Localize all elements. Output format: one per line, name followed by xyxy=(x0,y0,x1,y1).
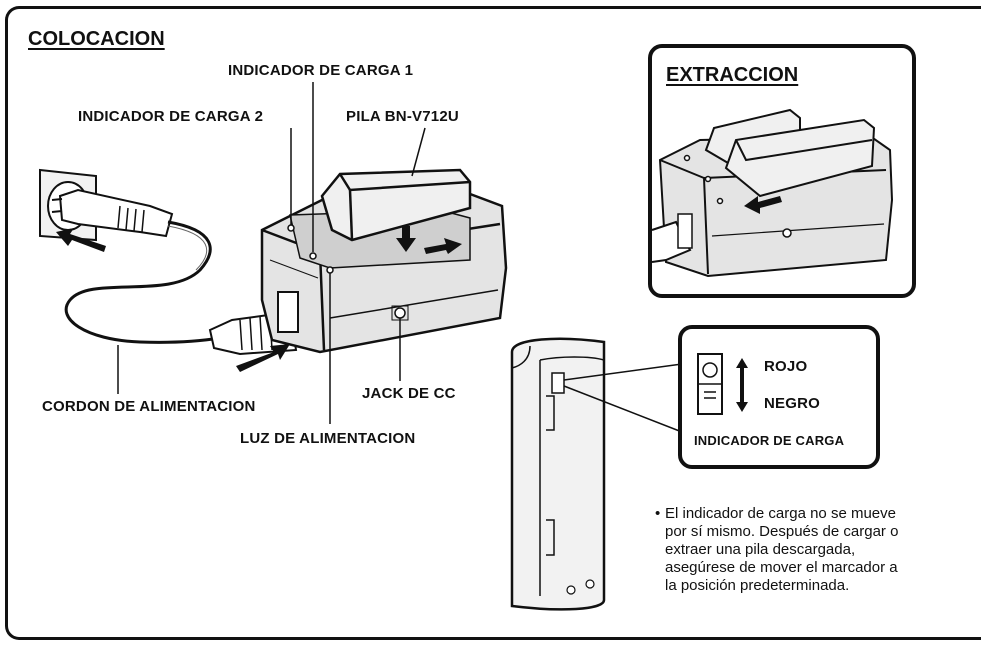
red-circle xyxy=(702,362,718,378)
removal-title: EXTRACCION xyxy=(666,64,799,86)
diagram-frame xyxy=(5,6,981,640)
note-line: El indicador de carga no se mueve xyxy=(665,505,896,522)
label-power-light: LUZ DE ALIMENTACION xyxy=(240,430,416,447)
power-cord-line xyxy=(64,220,221,344)
label-charge-indicator: INDICADOR DE CARGA xyxy=(694,433,845,448)
battery-pack xyxy=(320,168,472,242)
led-1 xyxy=(309,252,317,260)
label-power-cord: CORDON DE ALIMENTACION xyxy=(42,398,256,415)
note-line: por sí mismo. Después de cargar o xyxy=(665,523,899,540)
arrow-remove xyxy=(744,196,782,214)
arrow-plug-in xyxy=(56,228,106,252)
label-black: NEGRO xyxy=(764,395,821,412)
label-red: ROJO xyxy=(764,358,808,375)
removal-battery xyxy=(704,108,876,198)
dc-jack-hole xyxy=(394,307,406,319)
indicator-callout xyxy=(678,325,880,469)
charge-marker xyxy=(551,372,565,394)
wall-plug xyxy=(51,188,174,238)
installation-title: COLOCACION xyxy=(28,28,165,50)
led-power xyxy=(326,266,334,274)
note-line: extraer una pila descargada, xyxy=(665,541,856,558)
arrow-down xyxy=(396,226,416,252)
battery-side-view xyxy=(510,337,606,611)
arrow-dc-in xyxy=(236,344,290,372)
arrow-slide xyxy=(424,238,462,254)
note-line: asegúrese de mover el marcador a xyxy=(665,559,898,576)
led-2 xyxy=(287,224,295,232)
leader-lines xyxy=(117,82,426,424)
label-charge-indicator-2: INDICADOR DE CARGA 2 xyxy=(78,108,264,125)
label-battery: PILA BN-V712U xyxy=(346,108,459,125)
note-bullet: • xyxy=(655,505,661,522)
label-dc-jack: JACK DE CC xyxy=(362,385,456,402)
label-charge-indicator-1: INDICADOR DE CARGA 1 xyxy=(228,62,414,79)
arrow-updown xyxy=(736,358,748,412)
note-line: la posición predeterminada. xyxy=(665,577,850,594)
